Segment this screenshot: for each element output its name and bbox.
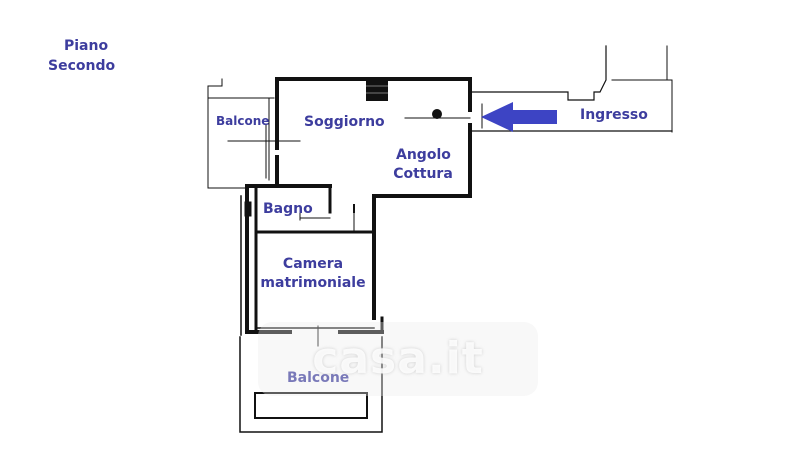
room-label-ingresso: Ingresso [580,107,648,123]
room-label-camera-line1: Camera [282,256,344,272]
room-label-angolo-line1: Angolo [396,147,451,163]
room-label-balcone-top: Balcone [216,114,270,128]
room-label-camera-line2: matrimoniale [260,275,366,291]
pillar-dot [432,109,442,119]
room-label-soggiorno: Soggiorno [304,114,385,130]
room-label-angolo-line2: Cottura [393,166,453,182]
room-label-bagno: Bagno [263,201,313,217]
floor-label-line1: Piano [64,38,109,54]
plan-walls [207,45,673,433]
room-label-balcone-bottom: Balcone [287,370,350,386]
floor-label-line2: Secondo [48,58,116,74]
left-arrow-icon [481,102,557,132]
chimney-block [366,79,388,101]
watermark-logo: casa.it [258,322,538,396]
